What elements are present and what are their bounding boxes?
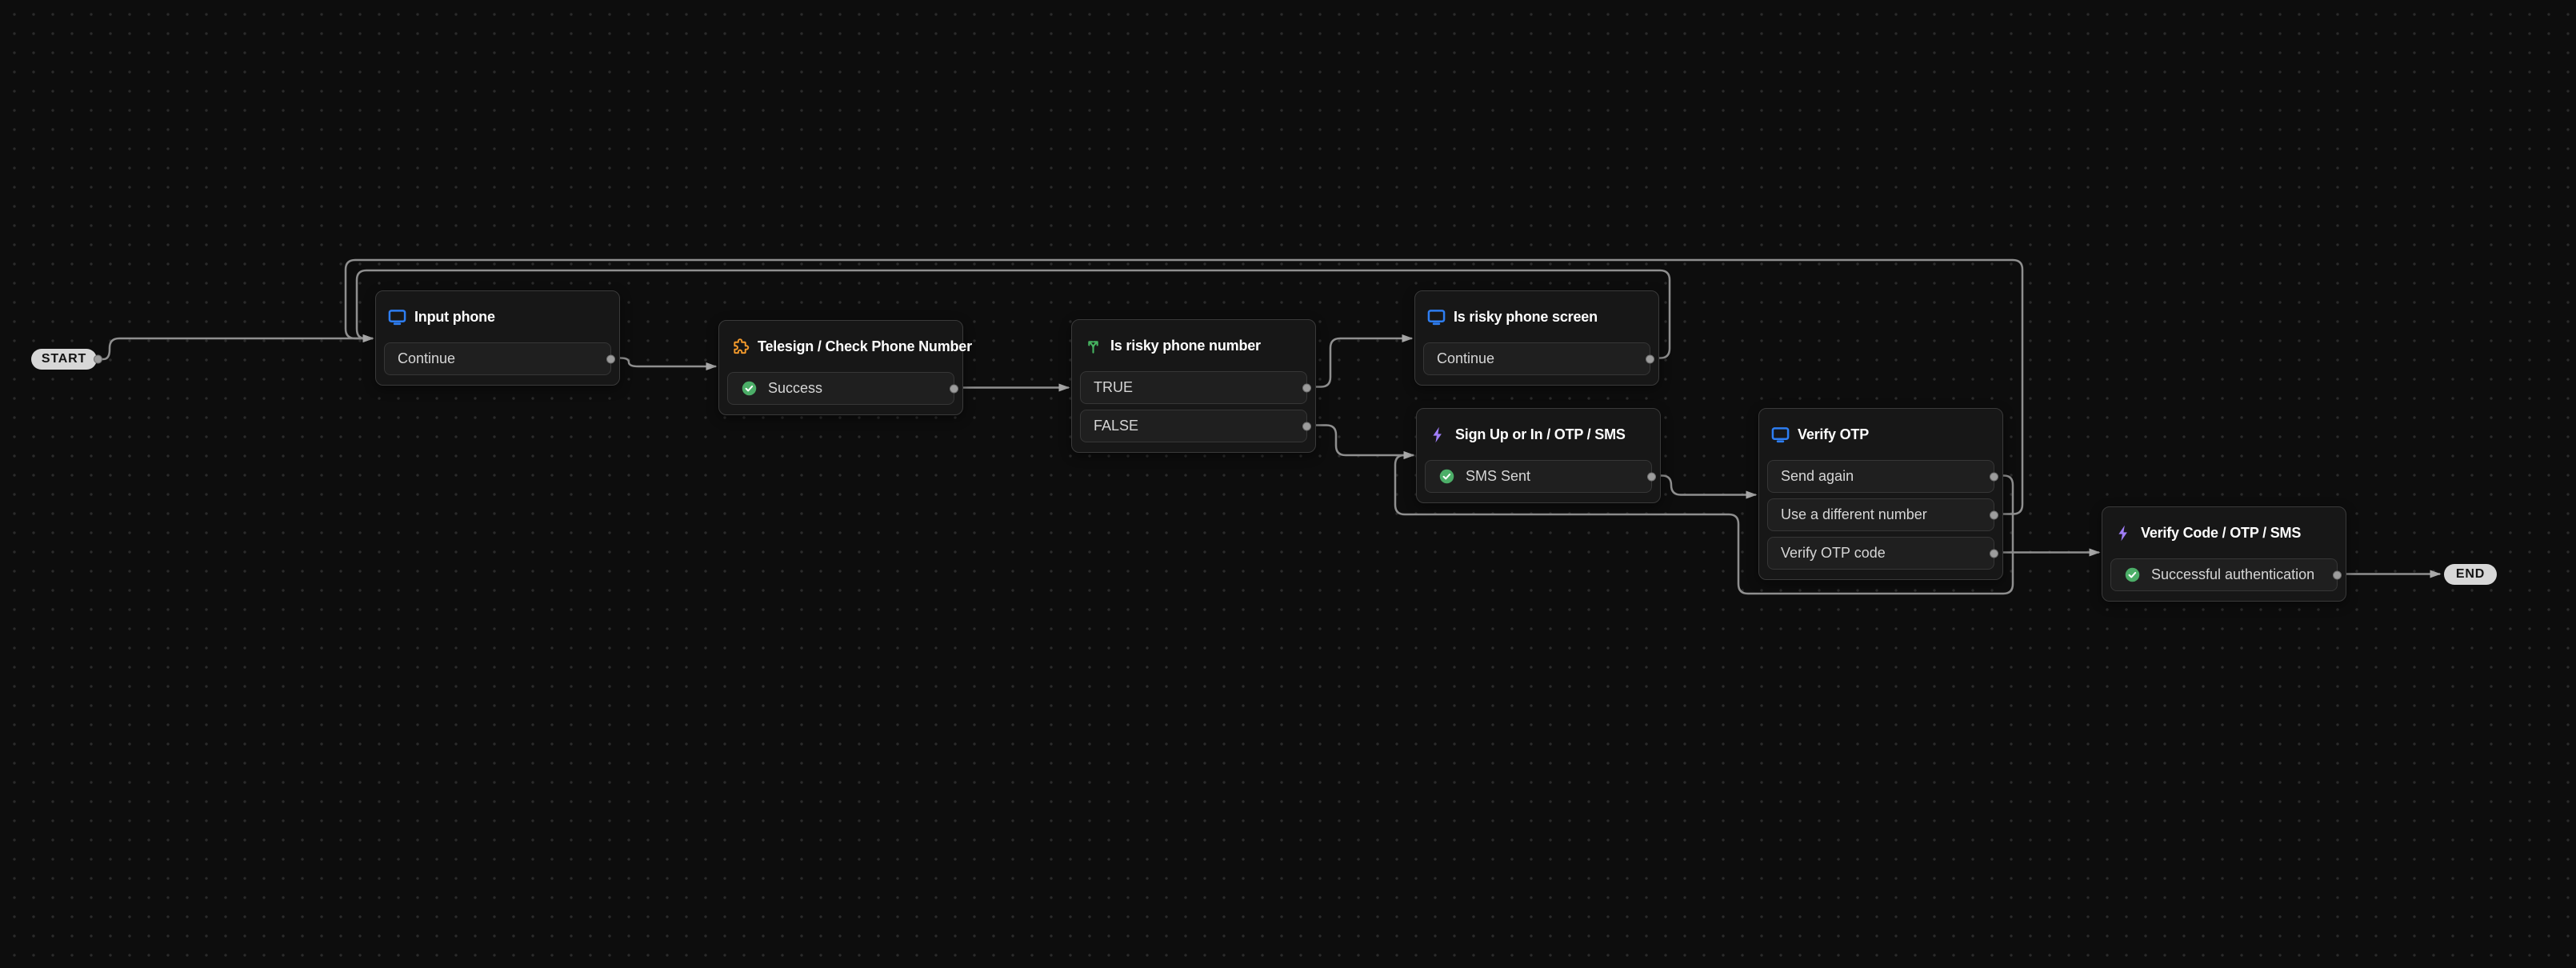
node-header: Is risky phone screen bbox=[1423, 291, 1650, 342]
node-title: Telesign / Check Phone Number bbox=[758, 338, 972, 354]
port-label: Successful authentication bbox=[2151, 566, 2315, 582]
start-label: START bbox=[41, 352, 87, 366]
port-dot[interactable] bbox=[1302, 422, 1311, 430]
node-header: Verify Code / OTP / SMS bbox=[2110, 507, 2338, 558]
end-label: END bbox=[2455, 567, 2486, 581]
end-pill[interactable]: END bbox=[2444, 564, 2497, 585]
port-false[interactable]: FALSE bbox=[1080, 410, 1311, 442]
node-header: Is risky phone number bbox=[1080, 320, 1307, 371]
port-dot[interactable] bbox=[606, 354, 615, 363]
node-title: Is risky phone number bbox=[1110, 337, 1261, 354]
port-label: SMS Sent bbox=[1466, 468, 1531, 484]
port-true[interactable]: TRUE bbox=[1080, 371, 1311, 404]
split-icon bbox=[1084, 337, 1102, 355]
port-dot[interactable] bbox=[1302, 383, 1311, 392]
port-continue[interactable]: Continue bbox=[384, 342, 615, 375]
node-title: Sign Up or In / OTP / SMS bbox=[1455, 426, 1626, 442]
node-input-phone[interactable]: Input phone Continue bbox=[375, 290, 620, 386]
edge-is-risky-phone-number.false-to-sign-up-or-in-otp-sms bbox=[1308, 424, 1415, 459]
check-circle-icon bbox=[2124, 566, 2141, 583]
node-verify-code-otp-sms[interactable]: Verify Code / OTP / SMS Successful authe… bbox=[2102, 506, 2346, 602]
port-dot[interactable] bbox=[94, 354, 102, 364]
bolt-icon bbox=[1429, 426, 1447, 444]
node-title: Is risky phone screen bbox=[1454, 308, 1598, 325]
check-circle-icon bbox=[741, 380, 758, 397]
port-successful-authentication[interactable]: Successful authentication bbox=[2110, 558, 2342, 591]
port-dot[interactable] bbox=[2333, 570, 2342, 579]
bolt-icon bbox=[2114, 524, 2133, 542]
node-sign-up-or-in-otp-sms[interactable]: Sign Up or In / OTP / SMS SMS Sent bbox=[1416, 408, 1661, 503]
port-use-a-different-number[interactable]: Use a different number bbox=[1767, 498, 1998, 531]
port-dot[interactable] bbox=[950, 384, 958, 393]
port-label: FALSE bbox=[1094, 418, 1139, 434]
port-dot[interactable] bbox=[1990, 549, 1998, 558]
node-verify-otp[interactable]: Verify OTP Send again Use a different nu… bbox=[1758, 408, 2003, 580]
node-telesign-check-phone-number[interactable]: Telesign / Check Phone Number Success bbox=[718, 320, 972, 415]
port-sms-sent[interactable]: SMS Sent bbox=[1425, 460, 1656, 493]
port-send-again[interactable]: Send again bbox=[1767, 460, 1998, 493]
port-dot[interactable] bbox=[1990, 510, 1998, 519]
edge-input-phone.continue-to-telesign-check-phone-number bbox=[612, 357, 718, 370]
port-verify-otp-code[interactable]: Verify OTP code bbox=[1767, 537, 1998, 570]
port-label: Continue bbox=[1437, 350, 1495, 366]
edge-start-to-input-phone bbox=[97, 334, 374, 361]
node-title: Verify Code / OTP / SMS bbox=[2141, 524, 2302, 541]
port-dot[interactable] bbox=[1990, 472, 1998, 481]
node-header: Input phone bbox=[384, 291, 611, 342]
port-label: Send again bbox=[1781, 468, 1854, 484]
port-dot[interactable] bbox=[1646, 354, 1654, 363]
node-header: Verify OTP bbox=[1767, 409, 1994, 460]
port-continue[interactable]: Continue bbox=[1423, 342, 1654, 375]
edge-sign-up-or-in-otp-sms.sms-sent-to-verify-otp bbox=[1653, 474, 1758, 499]
node-header: Telesign / Check Phone Number bbox=[727, 321, 972, 372]
screen-icon bbox=[1427, 308, 1446, 326]
port-label: Continue bbox=[398, 350, 456, 366]
start-pill[interactable]: START bbox=[31, 349, 102, 370]
screen-icon bbox=[1771, 426, 1790, 444]
port-success[interactable]: Success bbox=[727, 372, 958, 405]
port-label: Use a different number bbox=[1781, 506, 1927, 522]
screen-icon bbox=[388, 308, 406, 326]
node-is-risky-phone-number[interactable]: Is risky phone number TRUE FALSE bbox=[1071, 319, 1316, 453]
puzzle-icon bbox=[731, 338, 750, 356]
node-header: Sign Up or In / OTP / SMS bbox=[1425, 409, 1652, 460]
port-label: Success bbox=[768, 380, 823, 396]
port-dot[interactable] bbox=[1647, 472, 1656, 481]
node-title: Verify OTP bbox=[1798, 426, 1870, 442]
node-title: Input phone bbox=[414, 308, 495, 325]
port-label: TRUE bbox=[1094, 379, 1133, 395]
edge-is-risky-phone-number.true-to-is-risky-phone-screen bbox=[1308, 334, 1414, 388]
port-label: Verify OTP code bbox=[1781, 545, 1886, 561]
check-circle-icon bbox=[1438, 468, 1455, 485]
node-is-risky-phone-screen[interactable]: Is risky phone screen Continue bbox=[1414, 290, 1659, 386]
